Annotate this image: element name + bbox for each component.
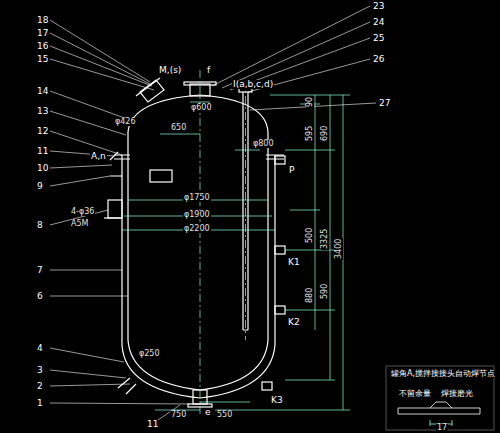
dimension-label: 罐角A,搅拌接接头自动焊节点 xyxy=(390,370,496,378)
dimension-label: 3325 xyxy=(321,228,329,250)
dimension-label: 3400 xyxy=(335,238,343,260)
leader-line xyxy=(50,59,154,90)
leader-line xyxy=(50,270,122,271)
callout-number: 3 xyxy=(36,366,44,375)
callout-number: 15 xyxy=(36,55,49,64)
leader-line xyxy=(212,6,370,86)
leader-line xyxy=(50,348,124,362)
callout-number: 14 xyxy=(36,87,49,96)
dimension-label: 17 xyxy=(436,424,448,432)
callout-number: 18 xyxy=(36,16,49,25)
dimension-label: M,(s) xyxy=(158,66,182,75)
leader-line xyxy=(50,370,126,378)
dimension-label: φ426 xyxy=(114,118,137,126)
leader-line xyxy=(230,38,370,90)
dimension-label: 4-φ36 xyxy=(70,208,95,216)
callout-number: 27 xyxy=(378,99,391,108)
callout-number: 10 xyxy=(36,164,49,173)
dimension-label: I(a,b,c,d) xyxy=(232,80,274,89)
dimension-label: 650 xyxy=(170,124,187,132)
callout-number: 13 xyxy=(36,107,49,116)
dimension-label: 590 xyxy=(321,283,329,300)
leader-line xyxy=(222,22,370,88)
leader-line xyxy=(50,131,122,155)
dimension-label: φ800 xyxy=(252,140,275,148)
dimension-label: 焊接磨光 xyxy=(440,390,474,398)
dimension-label: φ250 xyxy=(138,350,161,358)
dimension-label: P xyxy=(288,166,295,175)
callout-number: 11 xyxy=(146,420,159,429)
callout-number: 12 xyxy=(36,127,49,136)
callout-number: 16 xyxy=(36,42,49,51)
callout-number: 24 xyxy=(372,18,385,27)
callout-number: 1 xyxy=(36,399,44,408)
callout-number: 26 xyxy=(372,55,385,64)
leader-line xyxy=(50,403,190,404)
dimension-label: φ2200 xyxy=(183,225,211,233)
dimension-label: 550 xyxy=(216,411,233,419)
callout-number: 25 xyxy=(372,34,385,43)
dimension-label: 750 xyxy=(170,411,187,419)
leader-line xyxy=(50,91,130,120)
dimension-label: φ600 xyxy=(190,104,213,112)
dimension-label: 500 xyxy=(306,227,314,244)
callout-number: 4 xyxy=(36,344,44,353)
leader-line xyxy=(50,33,150,84)
callout-number: 6 xyxy=(36,292,44,301)
dimension-label: K1 xyxy=(287,258,301,267)
callout-number: 23 xyxy=(372,2,385,11)
leader-line xyxy=(50,296,128,297)
leader-line xyxy=(50,384,130,386)
callout-number: 11 xyxy=(36,147,49,156)
dimension-label: φ1900 xyxy=(183,211,211,219)
dimension-label: 90 xyxy=(306,96,314,108)
callout-number: 7 xyxy=(36,266,44,275)
leader-line xyxy=(50,176,110,186)
leader-line xyxy=(50,165,112,168)
callout-number: 8 xyxy=(36,221,44,230)
leader-line xyxy=(50,20,150,82)
dimension-label: K2 xyxy=(287,318,301,327)
dimension-label: 880 xyxy=(306,287,314,304)
callout-number: 17 xyxy=(36,29,49,38)
dimension-label: K3 xyxy=(270,396,284,405)
dimension-label: A,n xyxy=(90,152,107,161)
callout-number: 2 xyxy=(36,382,44,391)
dimension-label: A5M xyxy=(70,220,89,228)
dimension-label: φ1750 xyxy=(183,194,211,202)
dimension-label: 不留余量 xyxy=(398,390,432,398)
dimension-label: 595 xyxy=(306,125,314,142)
dimension-label: 690 xyxy=(321,125,329,142)
dimension-label: f xyxy=(206,66,211,75)
dimension-label: e xyxy=(204,408,212,417)
leader-line xyxy=(50,46,152,86)
callout-number: 9 xyxy=(36,182,44,191)
